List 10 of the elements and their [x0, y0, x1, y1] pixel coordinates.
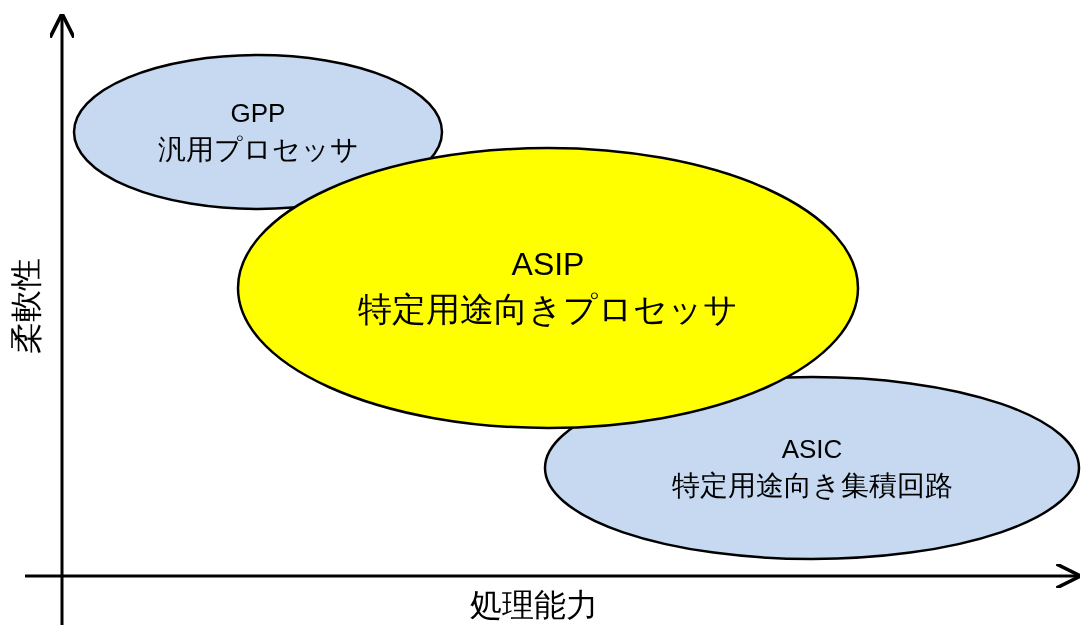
node-subtitle: 特定用途向きプロセッサ [357, 288, 739, 330]
node-title: ASIC [780, 432, 844, 466]
node-title: ASIP [510, 245, 586, 285]
y-axis-label: 柔軟性 [10, 258, 42, 354]
ellipse-node [543, 375, 1081, 561]
x-axis-label: 処理能力 [470, 586, 598, 625]
node-subtitle: 汎用プロセッサ [156, 132, 360, 167]
node-title: GPP [229, 96, 287, 130]
ellipse-node [72, 53, 444, 211]
node-subtitle: 特定用途向き集積回路 [670, 468, 954, 503]
